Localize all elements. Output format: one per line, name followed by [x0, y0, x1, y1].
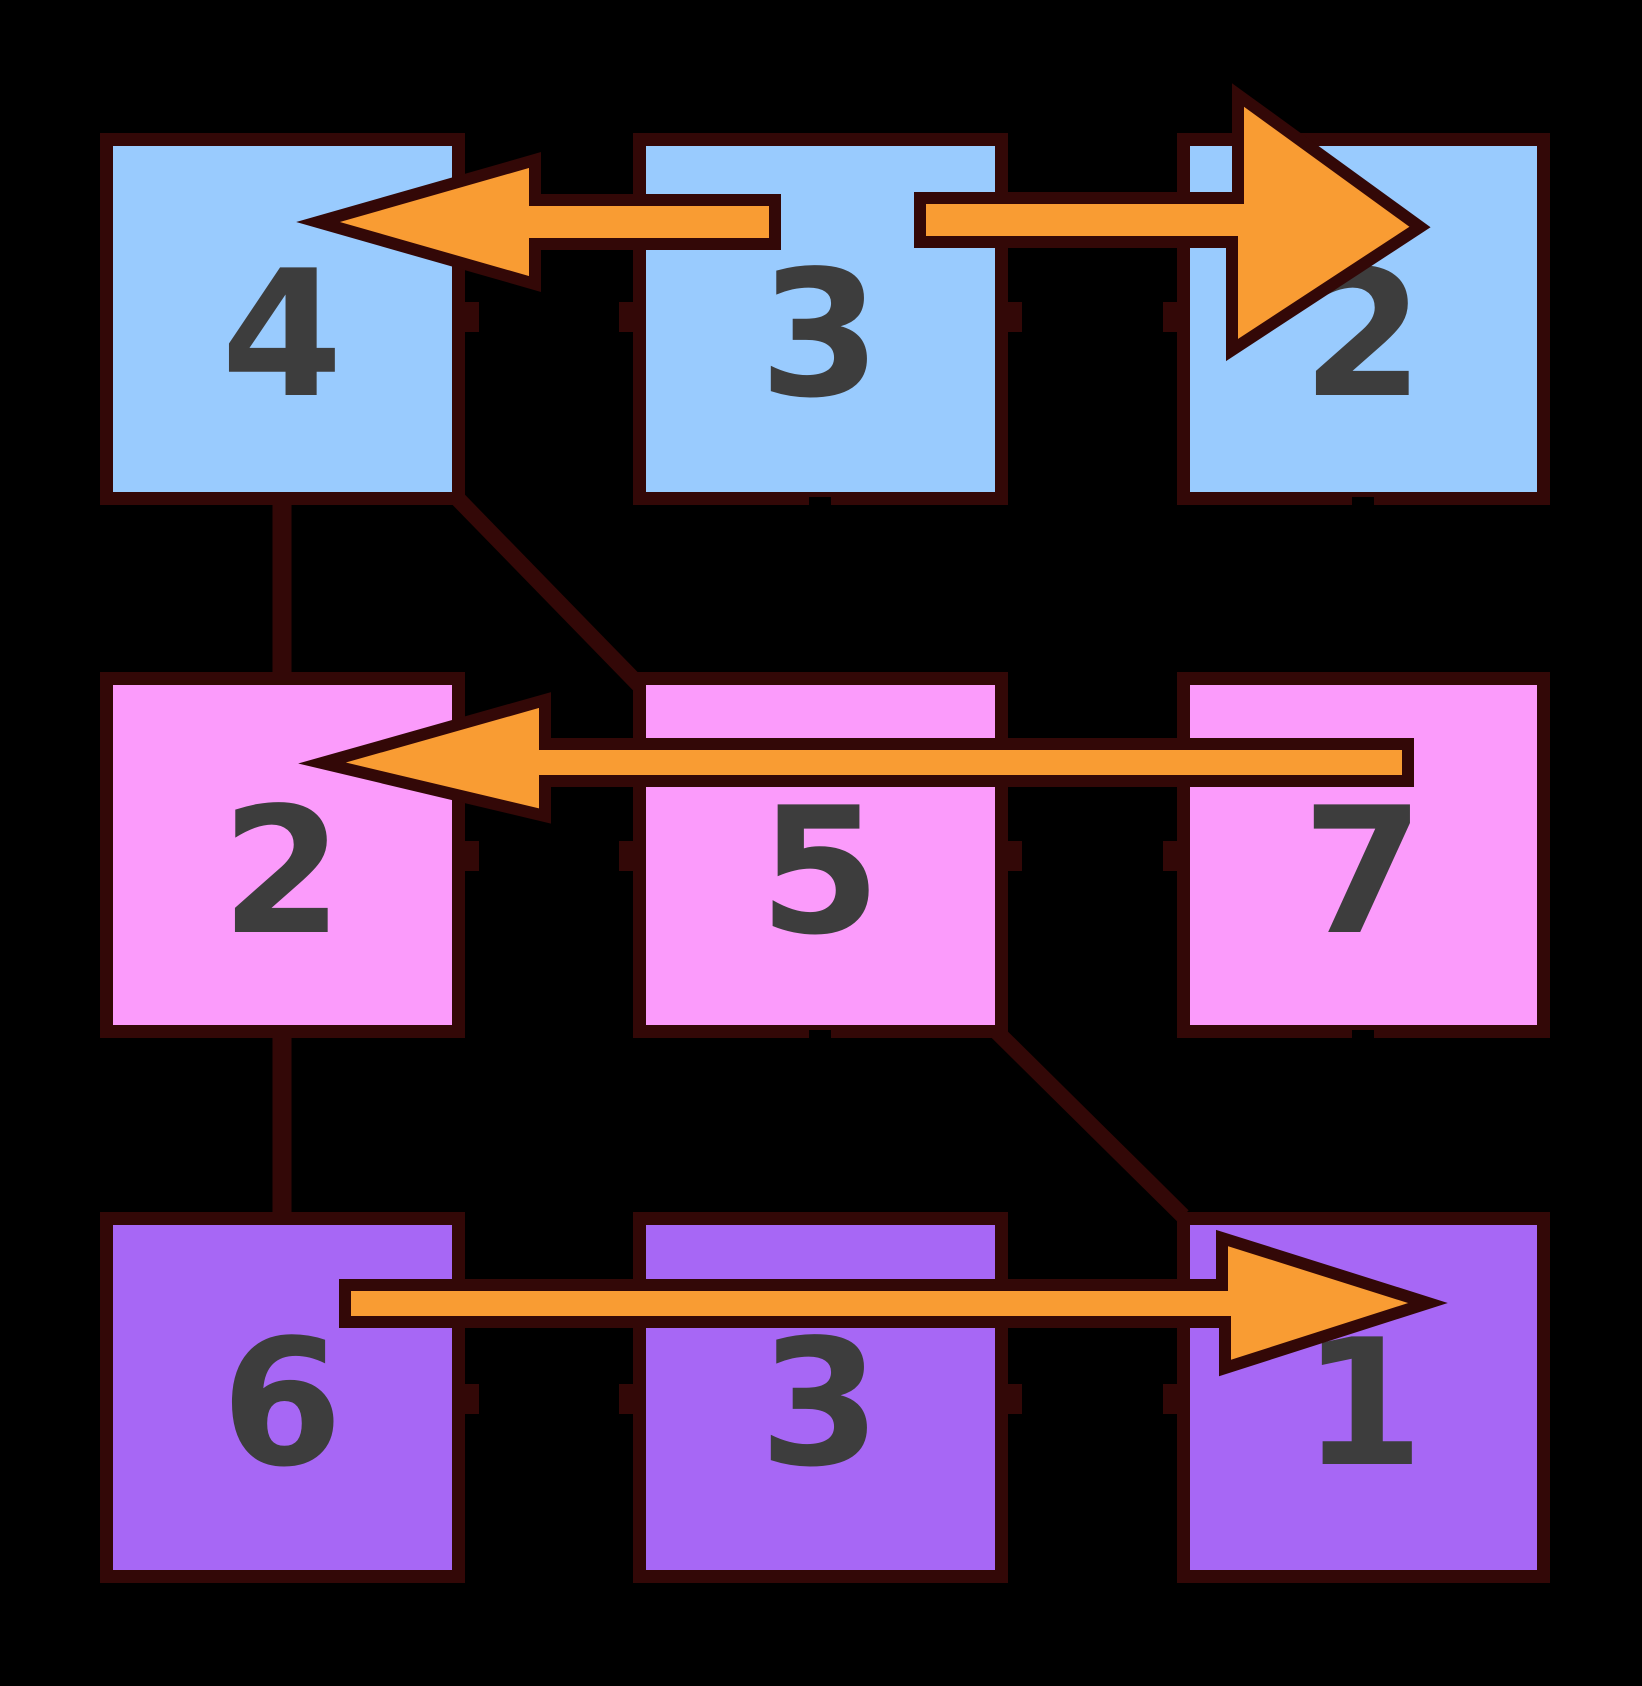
node-value: 7	[1302, 771, 1424, 974]
link-stub-layer	[463, 302, 1179, 1414]
stub-right-r1c2	[1006, 302, 1022, 332]
stub-left-r1c2	[619, 302, 635, 332]
node-value: 5	[759, 771, 881, 974]
node-r2c3: 7	[1177, 672, 1550, 1038]
arrow-left-icon-row1	[296, 152, 781, 292]
notch-bottom-r1c3	[1352, 497, 1374, 513]
connector-diagonal-5-to-1	[991, 1026, 1189, 1222]
node-r3c1: 6	[100, 1212, 465, 1583]
arrow-right-icon-row1	[914, 83, 1431, 362]
notch-layer	[809, 497, 1374, 1046]
notch-bottom-r1c2	[809, 497, 831, 513]
node-r3c2: 3	[633, 1212, 1008, 1583]
node-r1c1: 4	[100, 133, 465, 505]
notch-bottom-r2c2	[809, 1030, 831, 1046]
stub-left-r1c3	[1163, 302, 1179, 332]
node-value: 3	[759, 1303, 881, 1506]
stub-left-r2c2	[619, 841, 635, 871]
node-box	[1177, 672, 1550, 1038]
node-box	[633, 1212, 1008, 1583]
notch-bottom-r2c3	[1352, 1030, 1374, 1046]
node-value: 3	[759, 234, 881, 437]
node-value: 4	[221, 234, 343, 437]
node-box	[100, 1212, 465, 1583]
stub-left-r3c3	[1163, 1384, 1179, 1414]
connector-diagonal-4-to-5	[451, 492, 646, 692]
stub-right-r1c1	[463, 302, 479, 332]
stub-left-r3c2	[619, 1384, 635, 1414]
node-layer: 4 3 2 2 5 7	[100, 133, 1550, 1583]
arrow-left-icon-row2	[298, 692, 1414, 824]
connector-layer	[272, 492, 1189, 1222]
stub-right-r2c1	[463, 841, 479, 871]
stub-left-r2c3	[1163, 841, 1179, 871]
node-value: 2	[221, 771, 343, 974]
arrow-right-icon-row3	[339, 1229, 1448, 1377]
stub-right-r3c1	[463, 1384, 479, 1414]
arrow-layer	[296, 83, 1448, 1377]
stub-right-r2c2	[1006, 841, 1022, 871]
node-r2c2: 5	[633, 672, 1008, 1038]
node-r2c1: 2	[100, 672, 465, 1038]
node-value: 6	[221, 1303, 343, 1506]
stub-right-r3c2	[1006, 1384, 1022, 1414]
